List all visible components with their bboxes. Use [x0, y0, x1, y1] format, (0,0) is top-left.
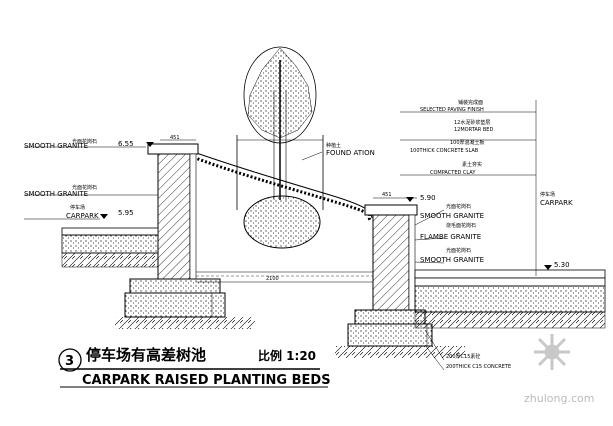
- left-carpark-en: CARPARK: [66, 212, 99, 220]
- soil-en: FOUND ATION: [326, 149, 375, 157]
- right-carpark-cn: 停车场: [540, 191, 555, 198]
- right-granite-b-cn: 光面花岗石: [446, 247, 471, 254]
- left-wall-body: [157, 153, 191, 280]
- soil-cn: 种植土: [326, 142, 341, 149]
- level-marker-5-95: [100, 214, 108, 219]
- right-pavement: [414, 269, 606, 329]
- mortar-en: 12MORTAR BED: [454, 127, 493, 133]
- right-coping-stone: [364, 204, 418, 216]
- paving-cn: 铺装完成面: [458, 99, 483, 106]
- left-granite-top-cn: 光面花岗石: [72, 138, 97, 145]
- right-level: 5.30: [554, 261, 570, 269]
- left-pavement: [61, 227, 159, 268]
- slab-en: 100THICK CONCRETE SLAB: [410, 148, 479, 154]
- dimension-lines: [160, 139, 428, 346]
- left-wall-cladding: [189, 153, 197, 280]
- slab-cn: 100厚混凝土板: [450, 139, 485, 146]
- paving-en: SELECTED PAVING FINISH: [420, 107, 484, 113]
- left-wall: [115, 143, 255, 329]
- level-marker-5-30: [544, 265, 552, 270]
- left-footing: [129, 278, 221, 294]
- right-wall-body: [372, 214, 410, 311]
- title-block: 3 停车场有高差树池 比例 1:20 CARPARK RAISED PLANTI…: [58, 346, 331, 388]
- mortar-cn: 12水泥砂浆垫层: [454, 119, 490, 126]
- flambe-en: FLAMBE GRANITE: [420, 233, 481, 241]
- c15-en: 200THICK C15 CONCRETE: [446, 364, 511, 370]
- right-granite-a-en: SMOOTH GRANITE: [420, 212, 484, 220]
- left-level-carpark: 5.95: [118, 209, 134, 217]
- section-circle: [58, 348, 82, 372]
- right-footing: [354, 309, 426, 325]
- left-granite-top-en: SMOOTH GRANITE: [24, 142, 88, 150]
- dim-bottom: 2100: [266, 276, 279, 282]
- section-number: 3: [65, 354, 74, 369]
- scale-label: 比例 1:20: [258, 348, 316, 363]
- tree: [236, 46, 324, 249]
- left-granite-mid-cn: 光面花岗石: [72, 184, 97, 191]
- right-carpark-en: CARPARK: [540, 199, 573, 207]
- right-granite-b-en: SMOOTH GRANITE: [420, 256, 484, 264]
- watermark-logo: zhulong.com: [524, 334, 594, 405]
- left-coping-stone: [147, 143, 199, 155]
- left-carpark-cn: 停车场: [70, 204, 85, 211]
- right-wall: [335, 204, 465, 358]
- dim-top-right: 451: [382, 192, 392, 198]
- left-footing-base: [124, 292, 226, 318]
- right-granite-a-cn: 光面花岗石: [446, 203, 471, 210]
- left-granite-mid-en: SMOOTH GRANITE: [24, 190, 88, 198]
- left-earth: [115, 317, 255, 329]
- left-level-top: 6.55: [118, 140, 134, 148]
- root-ball: [243, 195, 321, 249]
- mid-level: 5.90: [420, 194, 436, 202]
- watermark-text: zhulong.com: [524, 392, 594, 405]
- dim-top-left: 451: [170, 135, 180, 141]
- flambe-cn: 烧毛面花岗石: [446, 222, 476, 229]
- right-wall-cladding: [408, 214, 416, 311]
- title-chinese: 停车场有高差树池: [86, 346, 206, 364]
- c15-cn: 200厚C15素砼: [446, 353, 480, 360]
- clay-cn: 素土夯实: [462, 161, 482, 168]
- title-english: CARPARK RAISED PLANTING BEDS: [82, 373, 331, 388]
- leader-lines: [24, 100, 537, 371]
- level-marker-6-55: [146, 142, 154, 147]
- clay-en: COMPACTED CLAY: [430, 170, 476, 176]
